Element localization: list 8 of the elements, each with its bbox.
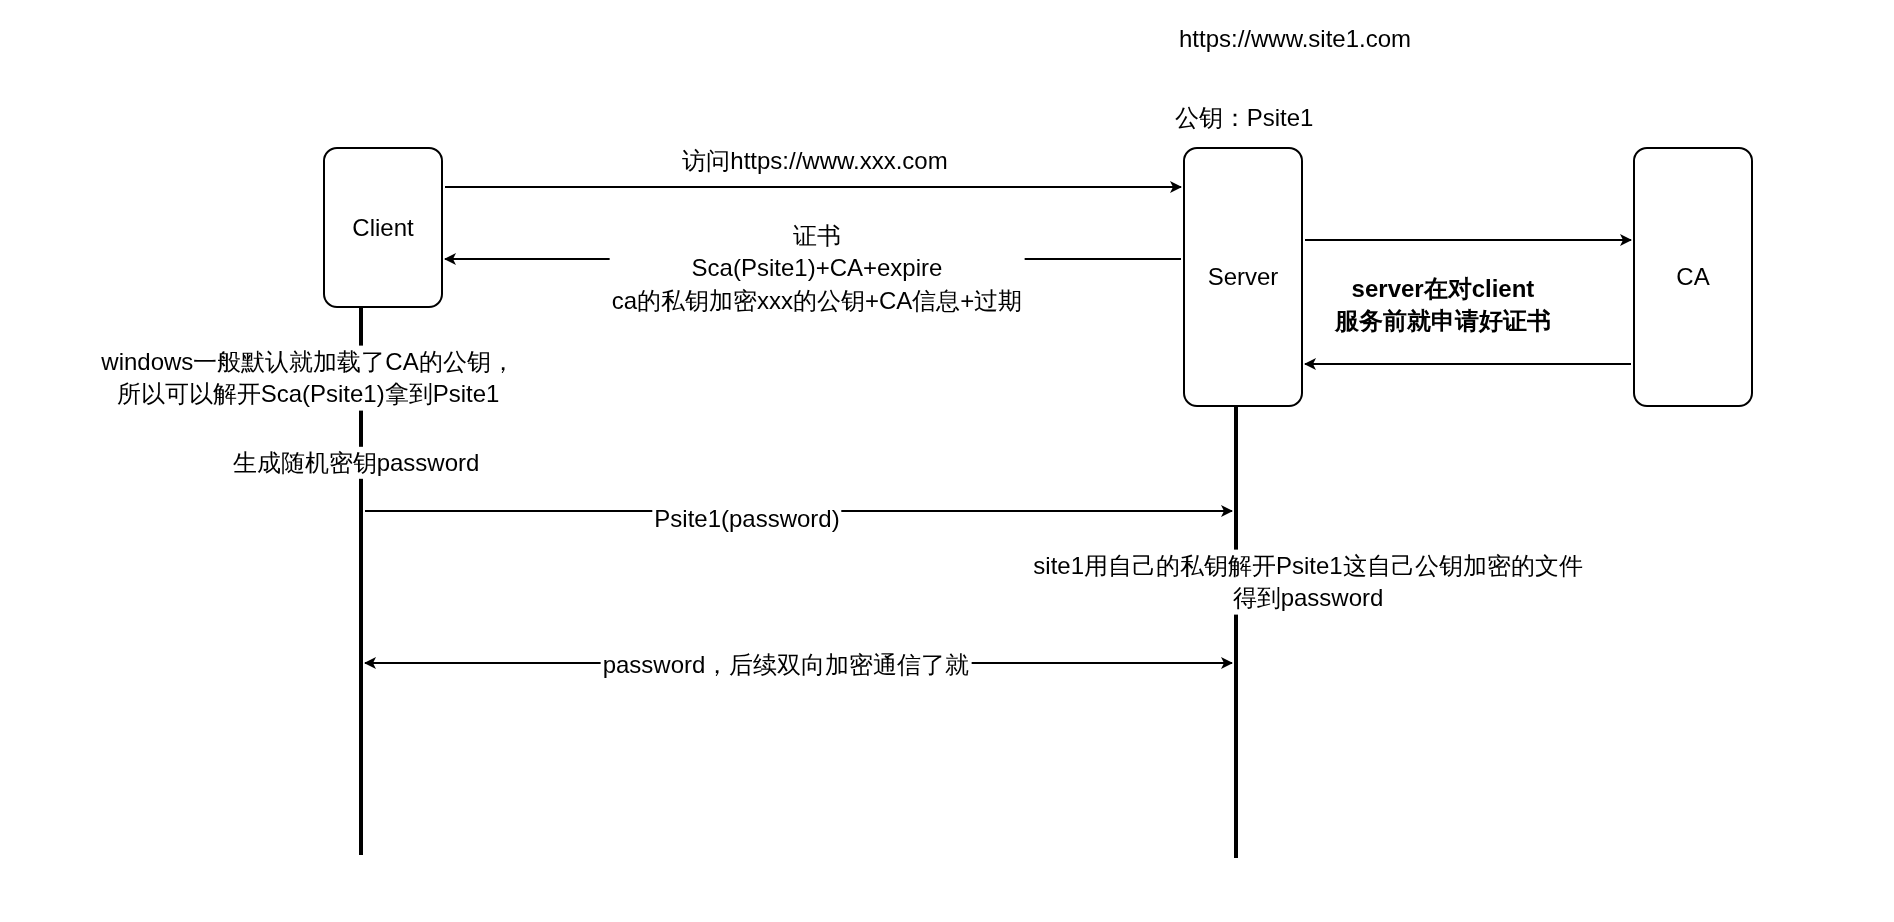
arrow	[1304, 234, 1632, 246]
node-caption: https://www.site1.com	[1178, 23, 1412, 54]
arrow	[444, 181, 1182, 193]
arrow	[1304, 358, 1632, 370]
participant-box: Server	[1183, 147, 1303, 407]
participant-box: Client	[323, 147, 443, 308]
participant-box: CA	[1633, 147, 1753, 407]
node-caption: 公钥：Psite1	[1174, 102, 1314, 133]
